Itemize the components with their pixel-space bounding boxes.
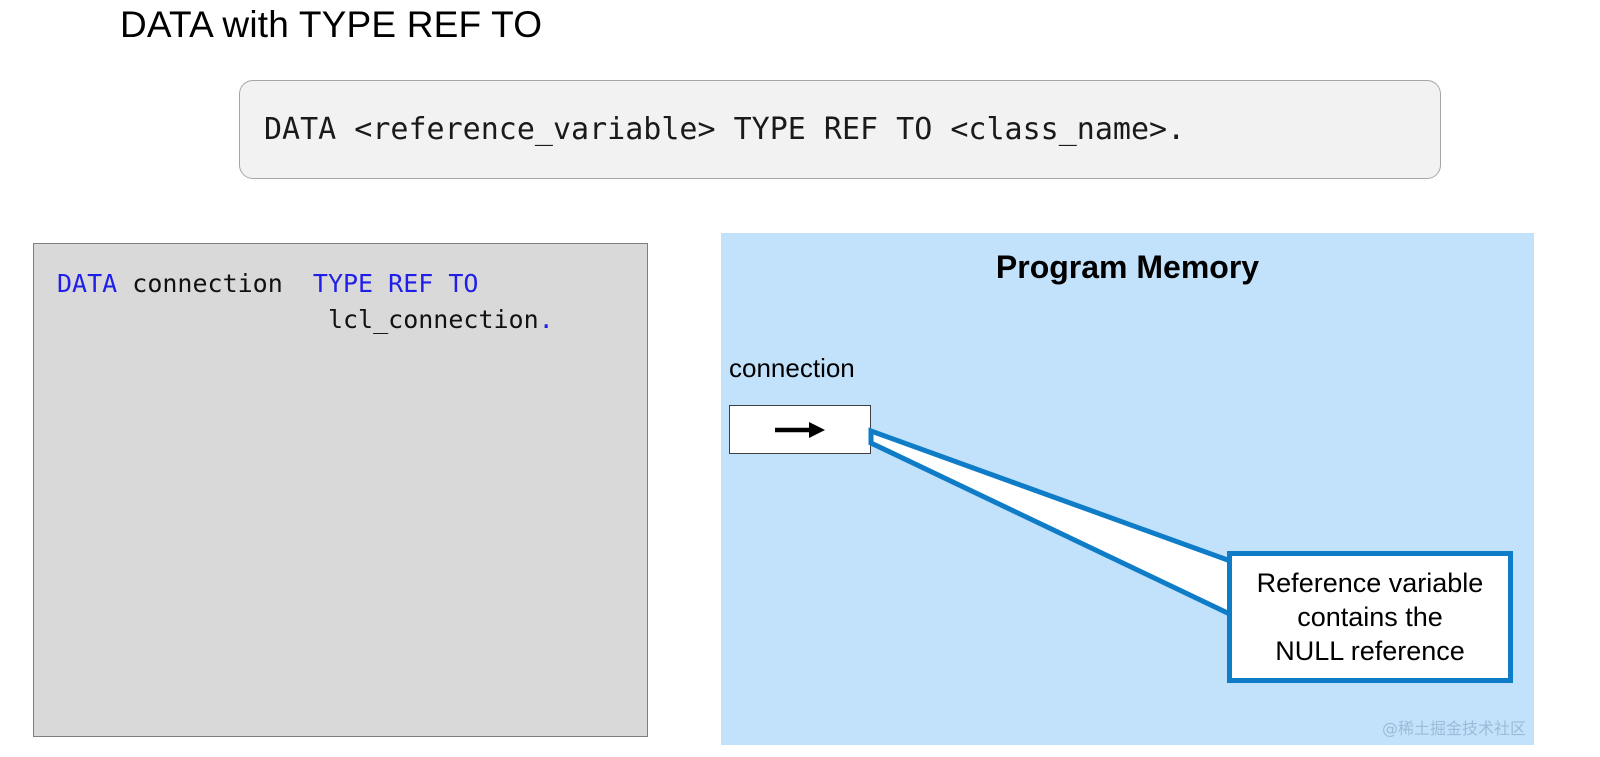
code-block: DATA connection TYPE REF TO lcl_connecti… [57, 266, 554, 338]
code-indent [57, 305, 328, 334]
variable-name-label: connection [729, 353, 855, 383]
code-keyword-type-ref-to: TYPE REF TO [312, 269, 479, 298]
syntax-statement-box: DATA <reference_variable> TYPE REF TO <c… [239, 80, 1441, 179]
code-identifier-connection: connection [117, 269, 313, 298]
callout-line-3: NULL reference [1275, 636, 1465, 666]
callout-line-1: Reference variable [1256, 568, 1484, 598]
code-statement-terminator: . [538, 305, 554, 334]
page-title: DATA with TYPE REF TO [120, 4, 543, 45]
callout-line-2: contains the [1297, 602, 1443, 632]
program-memory-title: Program Memory [995, 249, 1260, 285]
program-memory-panel: Program Memory connection Reference vari… [721, 233, 1534, 745]
code-keyword-data: DATA [57, 269, 118, 298]
reference-variable-box [729, 405, 871, 454]
code-class-name: lcl_connection [327, 305, 539, 334]
watermark: @稀土掘金技术社区 [1381, 719, 1526, 738]
callout-box: Reference variable contains the NULL ref… [1227, 551, 1513, 683]
code-example-panel: DATA connection TYPE REF TO lcl_connecti… [33, 243, 648, 737]
syntax-statement-text: DATA <reference_variable> TYPE REF TO <c… [264, 112, 1186, 147]
right-arrow-icon [775, 421, 825, 438]
